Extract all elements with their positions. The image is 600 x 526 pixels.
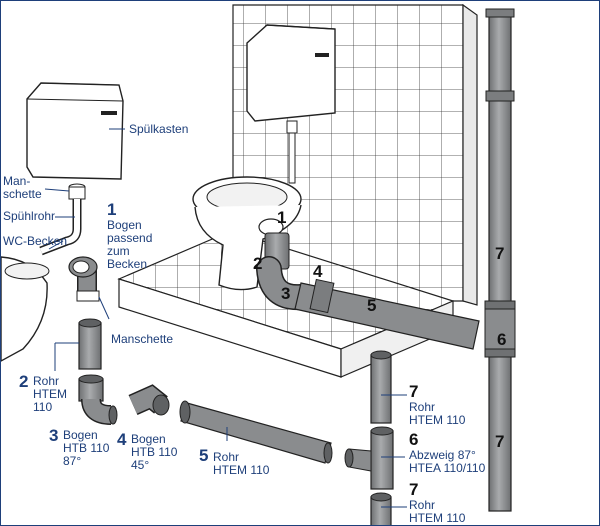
loose-abzweig-part-6 <box>344 426 394 490</box>
part-4-line3: 45° <box>131 458 150 472</box>
toilet-bowl <box>192 176 302 291</box>
part-4-line2: HTB 110 <box>131 445 178 459</box>
part-7b-line2: HTEM 110 <box>409 511 466 525</box>
loose-rohr-part-5 <box>179 400 333 464</box>
manschette-label: Manschette <box>111 332 174 346</box>
spuelkasten-part <box>26 82 124 180</box>
part-2-line2: HTEM <box>33 387 67 401</box>
part-6-line1: Abzweig 87° <box>409 448 476 462</box>
wc-becken-label: WC-Becken <box>3 234 68 248</box>
loose-rohr-part-7b <box>370 492 392 525</box>
part-2-line3: 110 <box>33 400 53 414</box>
wc-becken-part <box>1 256 50 362</box>
part-5-number: 5 <box>199 446 209 465</box>
part-3-line2: HTB 110 <box>63 441 110 455</box>
marker-4: 4 <box>313 262 323 281</box>
part-7b-number: 7 <box>409 480 419 499</box>
loose-bogen-part-3 <box>78 374 118 425</box>
part-2-number: 2 <box>19 372 29 391</box>
spuelkasten-label: Spülkasten <box>129 122 189 136</box>
part-5-line1: Rohr <box>213 450 240 464</box>
marker-1: 1 <box>277 208 287 227</box>
spuelrohr-label: Spühlrohr <box>3 209 56 223</box>
part-5-line2: HTEM 110 <box>213 463 270 477</box>
part-3-line3: 87° <box>63 454 82 468</box>
part-4-number: 4 <box>117 430 127 449</box>
stack-pipe <box>484 8 516 512</box>
manschette-top-label-1: Man- <box>3 174 31 188</box>
part-2-line1: Rohr <box>33 374 60 388</box>
marker-3: 3 <box>281 284 291 303</box>
part-7a-line1: Rohr <box>409 400 436 414</box>
loose-bogen-part-1 <box>68 256 100 302</box>
spuelrohr-part <box>39 183 86 256</box>
marker-7-upper: 7 <box>495 244 505 263</box>
part-3-number: 3 <box>49 426 59 445</box>
manschette-top-label-2: schette <box>3 187 42 201</box>
part-3-line1: Bogen <box>63 428 98 442</box>
marker-7-lower: 7 <box>495 432 505 451</box>
part-7a-number: 7 <box>409 382 419 401</box>
callout-1-line2: passend <box>107 231 153 245</box>
leader-lines <box>44 128 407 508</box>
part-4-line1: Bogen <box>131 432 166 446</box>
loose-bogen-part-4 <box>128 384 170 416</box>
loose-rohr-part-7a <box>370 350 392 424</box>
marker-5: 5 <box>367 296 377 315</box>
wall-cistern <box>246 24 336 184</box>
loose-rohr-part-2 <box>78 318 102 370</box>
callout-1-line3: zum <box>107 244 130 258</box>
part-6-line2: HTEA 110/110 <box>409 461 486 475</box>
callout-1-number: 1 <box>107 200 117 219</box>
installed-pipes <box>256 232 480 350</box>
callout-1-line1: Bogen <box>107 218 142 232</box>
part-7b-line1: Rohr <box>409 498 436 512</box>
callout-1-line4: Becken <box>107 257 148 271</box>
marker-6: 6 <box>497 330 507 349</box>
part-6-number: 6 <box>409 430 419 449</box>
marker-2: 2 <box>253 254 263 273</box>
part-7a-line2: HTEM 110 <box>409 413 466 427</box>
